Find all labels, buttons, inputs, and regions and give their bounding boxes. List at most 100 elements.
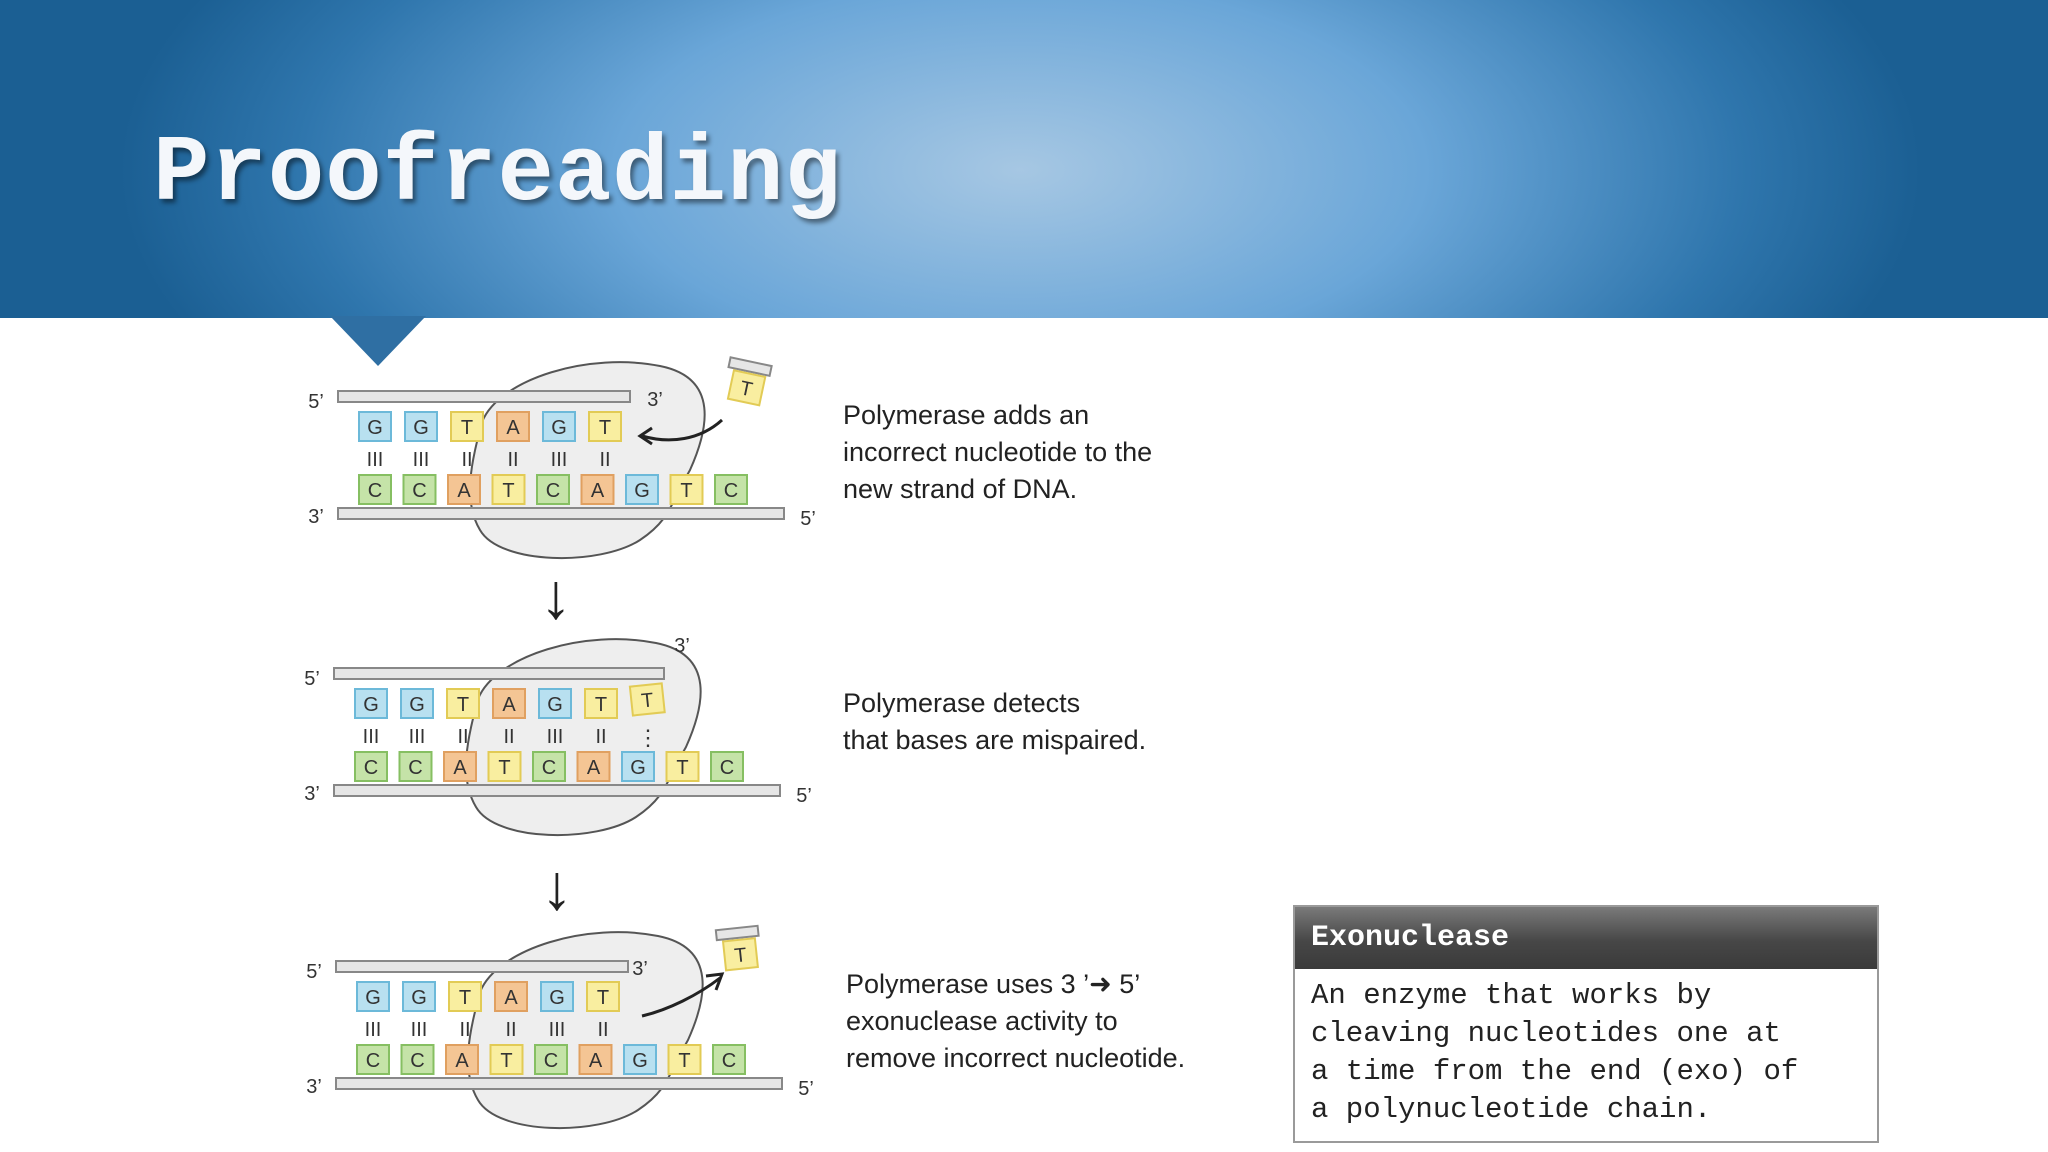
step3-bottom-base-box [534,1044,568,1075]
step3-top-base-letter: T [459,987,471,1009]
step2-bottom-base-box [354,751,388,782]
step1-bottom-base-letter: C [412,480,426,502]
step1-incoming-backbone [727,356,773,378]
step3-bottom-base-box [667,1044,702,1075]
step3-top-base-box [494,981,528,1012]
step1-top-base-letter: T [599,417,611,439]
step1-bottom-base-box [625,474,659,505]
step1-bottom-strand [337,507,785,520]
step3-caption: Polymerase uses 3 ’➜ 5’ exonuclease acti… [846,969,1186,1073]
step3-bottom-base-letter: T [678,1050,690,1072]
step1-insert-arrowhead [637,426,653,446]
step3-top-base-letter: T [597,987,609,1009]
step3-bond: III [365,1019,382,1041]
step3-bottom-base: C [400,1044,435,1075]
step2-mismatch-mark: ⋮ [637,725,659,750]
step1-top-base: T [588,411,622,442]
step1-incoming-nucleotide: T [726,356,773,407]
step3-bottom-base: A [578,1044,613,1075]
step1-label-5-top: 5’ [308,391,324,413]
step2-top-base-box [354,688,388,719]
step1-bottom-base: A [580,474,615,505]
step2-bottom-base-letter: C [720,757,734,779]
step2-bottom-base-letter: C [408,757,422,779]
step1-bottom-base-letter: T [680,480,692,502]
step3-top-base: G [402,981,436,1012]
step2-top-base: G [354,688,388,719]
step1-bottom-base-box [714,474,748,505]
definition-text: An enzyme that works by cleaving nucleot… [1311,979,1799,1126]
step2-top-base-letter: T [457,694,469,716]
step3-bottom-base: T [489,1044,524,1075]
step2-bottom-base-letter: T [676,757,688,779]
step3-bottom-strand [335,1077,783,1090]
step3-bottom-base-box [712,1044,746,1075]
step1-top-base-box [358,411,392,442]
step1-bond: II [461,449,472,471]
step2-bond: II [595,726,606,748]
step1-top-base-letter: A [506,417,520,439]
step2-caption: Polymerase detects that bases are mispai… [843,688,1147,755]
step1-incoming-base-box [726,369,767,407]
step3-bottom-base-letter: C [410,1050,424,1072]
step2-bottom-base-box [487,751,522,782]
step1-bottom-base: G [625,474,659,505]
step3-top-base: G [540,981,574,1012]
step2-top-base-letter: G [547,694,563,716]
step2-label-5-bottom: 5’ [796,785,812,807]
step1-insert-arrow [641,418,724,442]
step1-top-base: G [542,411,576,442]
step3-removed-base-letter: T [733,944,747,967]
step1-bottom-base-letter: A [591,480,605,502]
step1-bottom-base-letter: T [502,480,514,502]
step2-bottom-base-box [398,751,433,782]
step1-top-base-box [450,411,484,442]
step3-top-base-box [540,981,574,1012]
step2-label-3-bottom: 3’ [304,783,320,805]
step1-bottom-base: T [491,474,526,505]
step2-top-base: A [492,688,526,719]
step1-top-base-letter: G [551,417,567,439]
step1-caption: Polymerase adds an incorrect nucleotide … [843,400,1153,504]
step-arrow-2: ↓ [541,851,573,923]
step3-label-3-bottom: 3’ [306,1076,322,1098]
step3-top-base-letter: A [504,987,518,1009]
step3-bottom-base-letter: C [722,1050,736,1072]
step1-top-base-box [496,411,530,442]
step2-bottom-base-letter: A [453,757,467,779]
step2-bond: II [503,726,514,748]
step3-bottom-base: C [712,1044,746,1075]
step3-top-strand [335,960,629,973]
step1-bottom-base: C [714,474,748,505]
step3-bottom-base: C [534,1044,568,1075]
step3-top-base: T [448,981,482,1012]
step3-bottom-base-letter: A [589,1050,603,1072]
step3-bond: II [597,1019,608,1041]
step2-top-base-box [446,688,480,719]
step3-removed-nucleotide: T [714,924,760,972]
step2-label-5-top: 5’ [304,668,320,690]
step3-top-base-letter: G [365,987,381,1009]
step2-bottom-base-box [443,751,477,782]
step2-bottom-base: C [354,751,388,782]
step1-bond: II [599,449,610,471]
step3-bottom-base-box [445,1044,479,1075]
step3-bottom-base-box [578,1044,613,1075]
definition-box: Exonuclease An enzyme that works by clea… [1293,905,1879,1143]
step1-bottom-base-letter: C [724,480,738,502]
step2-top-base-letter: G [363,694,379,716]
step1-top-base: G [404,411,438,442]
step2-top-base-letter: A [502,694,516,716]
step2-bond: III [547,726,564,748]
step1-bottom-base: A [447,474,481,505]
step3-top-base-box [448,981,482,1012]
step1-bottom-base-box [580,474,615,505]
step1-bottom-base-letter: C [368,480,382,502]
step2-top-base: T [446,688,480,719]
step2-top-base: T [584,688,618,719]
step2-label-3-top: 3’ [674,635,690,657]
step2-mispaired-nucleotide: T [628,682,666,717]
step2-top-base-box [538,688,572,719]
